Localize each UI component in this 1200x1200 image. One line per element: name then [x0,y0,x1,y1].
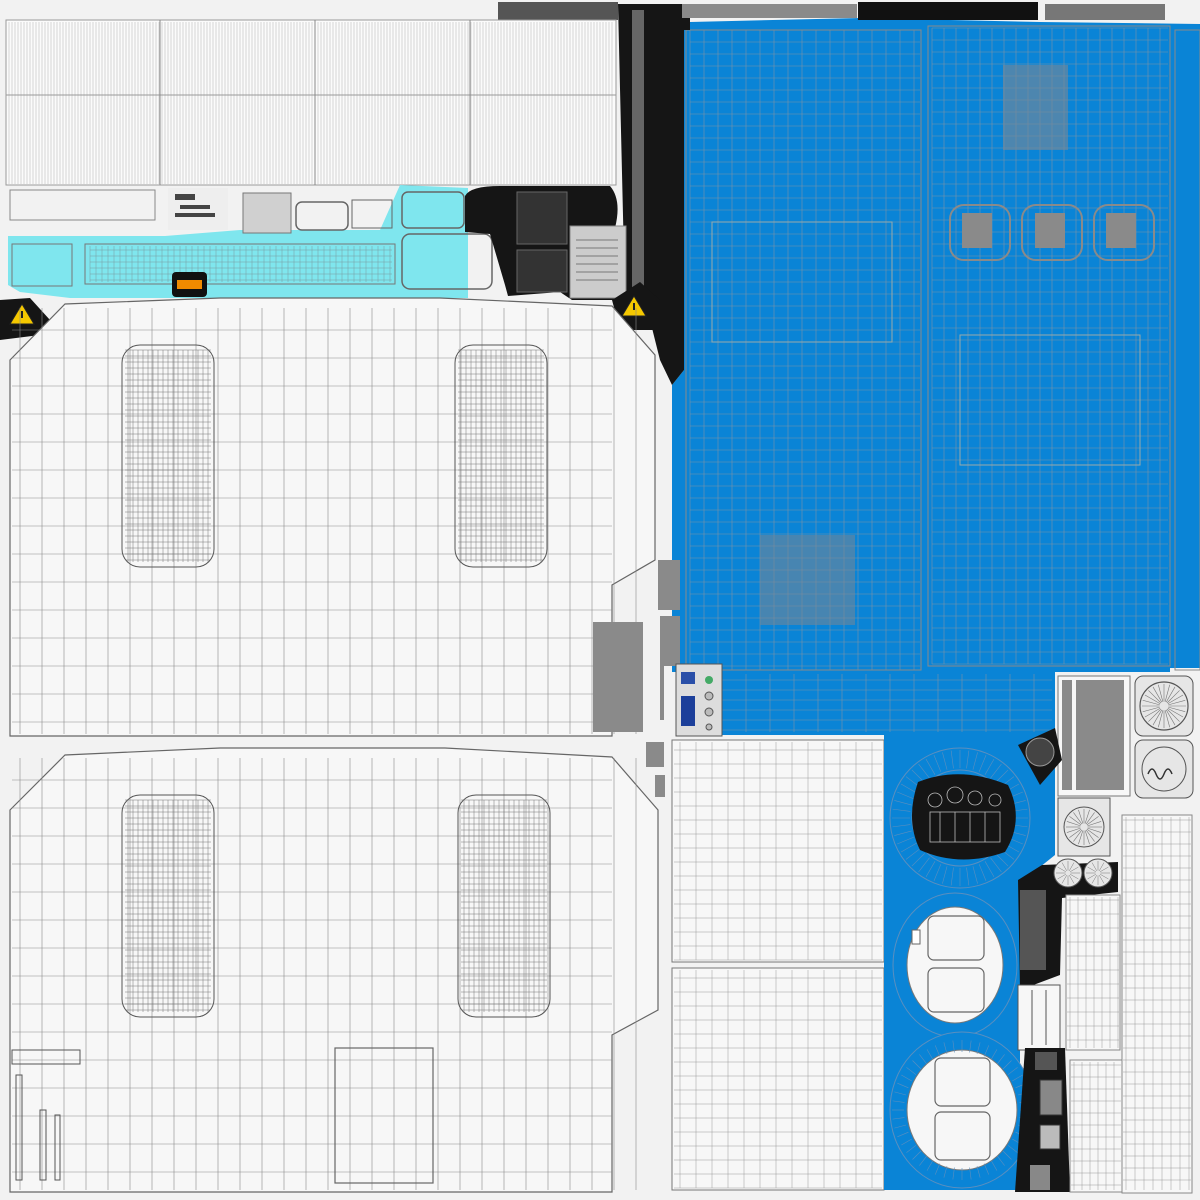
center-gray-parts [593,560,680,797]
fan-grille-icon [1134,675,1194,737]
top-left-ribbed-panel [5,19,617,186]
warning-triangle-icon [612,282,660,330]
control-panel-part [675,663,723,737]
blue-top-panel [672,18,1200,735]
fan-grille-icon [1057,797,1111,857]
warning-triangle-icon [0,298,50,340]
mid-lower-side-panels [671,739,885,1191]
small-parts-column [1015,675,1194,1194]
left-upper-cabinet-face [9,297,656,737]
blue-round-shells [884,735,1055,1190]
cyan-detail-strip [8,185,493,298]
black-parts-blob [465,186,630,300]
left-lower-cabinet-face [9,747,659,1193]
